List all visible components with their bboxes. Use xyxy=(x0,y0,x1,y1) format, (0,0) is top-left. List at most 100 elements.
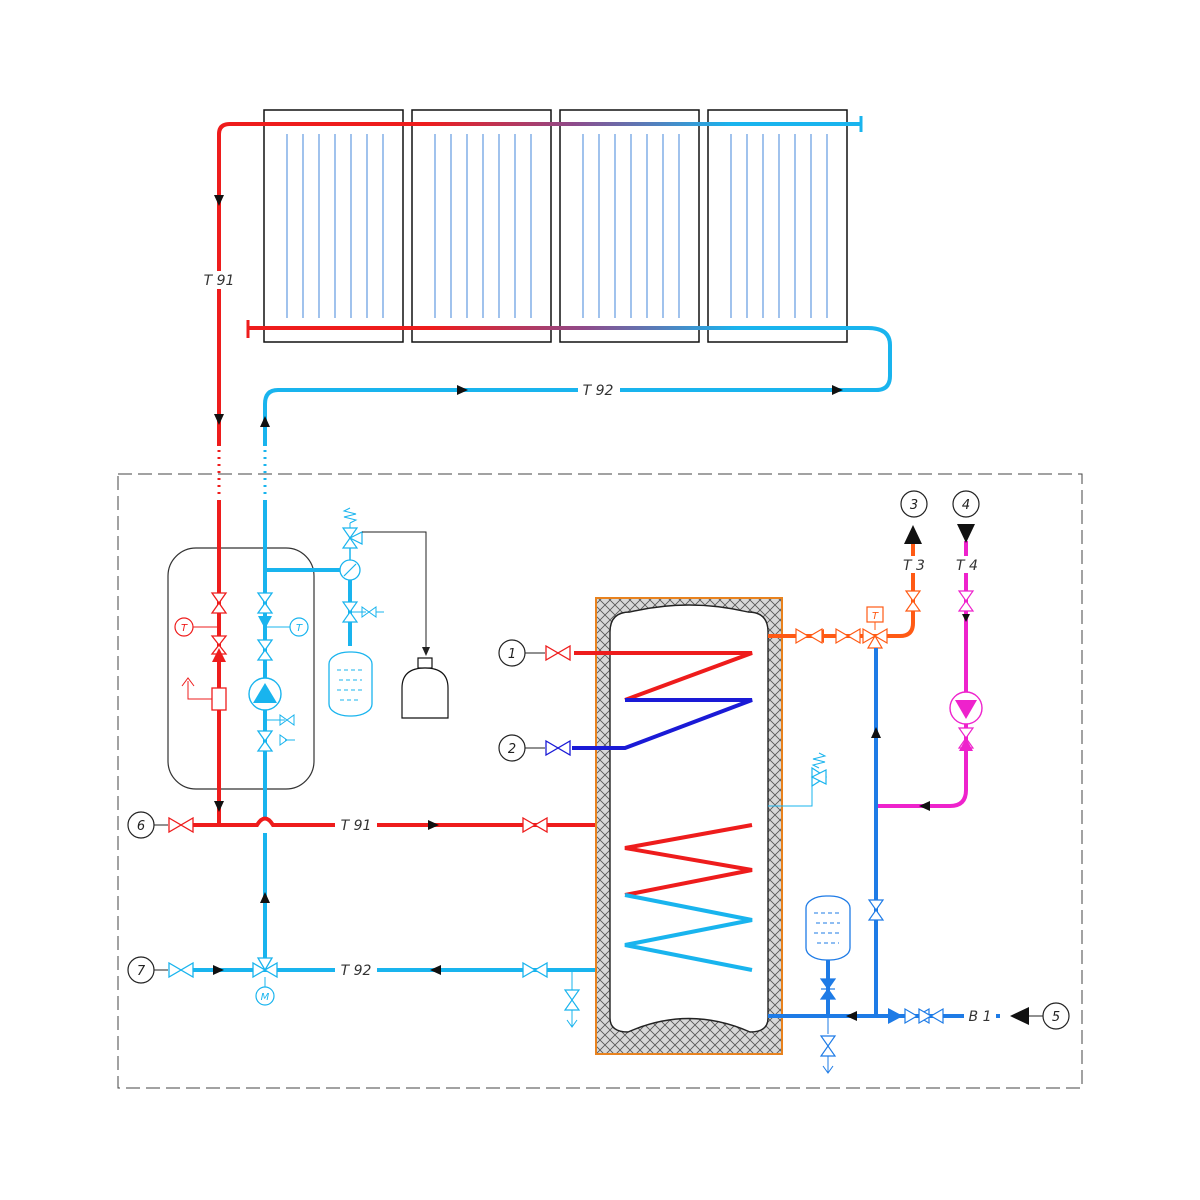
sensor-label: T xyxy=(296,623,303,634)
check-valve-icon xyxy=(819,987,837,1000)
canister-body xyxy=(401,667,449,719)
flow-arrow-icon xyxy=(871,727,881,738)
valve-icon xyxy=(256,601,274,614)
flow-meter-icon xyxy=(211,687,227,711)
collector-absorber-tubes xyxy=(286,134,828,318)
solar-collectors xyxy=(230,109,868,343)
connection-label: 2 xyxy=(508,742,516,757)
valve-icon xyxy=(957,590,975,603)
solar-return-pipe-t92 xyxy=(263,326,892,446)
check-valve-icon xyxy=(210,635,228,647)
check-valve-icon xyxy=(256,648,274,661)
valve-icon xyxy=(556,739,571,757)
connection-label: 1 xyxy=(508,647,516,662)
cold-side-thermometer: T xyxy=(265,617,309,637)
thermostatic-mixing-valve: T xyxy=(862,606,888,649)
expansion-vessel-icon xyxy=(328,651,373,717)
valve-icon xyxy=(904,590,922,603)
label-t3: T 3 xyxy=(903,558,925,574)
discharge-line xyxy=(362,531,427,654)
storage-tank xyxy=(595,597,783,1055)
drain-valve-icon xyxy=(563,989,581,1002)
hot-water-pipe xyxy=(768,543,915,638)
drain-valve-icon xyxy=(563,998,581,1011)
valve-icon xyxy=(957,599,975,612)
valve-icon xyxy=(179,961,194,979)
label-b1: B 1 xyxy=(969,1009,992,1025)
flow-arrow-icon xyxy=(832,385,843,395)
valve-icon xyxy=(256,592,274,605)
valve-icon xyxy=(556,644,571,662)
solar-expansion-vessel xyxy=(328,651,373,717)
valve-icon xyxy=(210,601,228,614)
drain-valve-icon xyxy=(819,1044,837,1057)
valve-icon xyxy=(522,961,537,979)
connection-3: 3 xyxy=(900,490,928,518)
flow-arrow-icon xyxy=(260,416,270,427)
solar-flow-pipe-t91 xyxy=(217,122,231,446)
flow-arrow-icon xyxy=(214,195,224,206)
connection-label: 7 xyxy=(137,964,146,979)
label-t92-upper: T 92 xyxy=(583,383,614,399)
valve-icon xyxy=(533,961,548,979)
potable-expansion-vessel xyxy=(805,895,851,961)
check-valve-icon xyxy=(904,1007,919,1025)
flow-arrow-icon xyxy=(430,965,441,975)
tank-safety-valve xyxy=(768,752,828,807)
drain-valve-icon xyxy=(819,1035,837,1048)
valve-icon xyxy=(867,908,885,921)
connection-6: 6 xyxy=(127,811,194,839)
t91-flow-line xyxy=(192,816,752,827)
solar-loop-pipes xyxy=(217,122,892,446)
cold-side-valve-top xyxy=(256,592,274,614)
solar-circulation-pump xyxy=(248,677,282,711)
valve-icon xyxy=(929,1007,944,1025)
valve-icon xyxy=(522,816,537,834)
upper-heat-exchanger-coil-cold xyxy=(572,698,753,750)
check-valve-icon xyxy=(957,727,975,740)
valve-icon xyxy=(168,816,183,834)
mains-valves xyxy=(904,1007,944,1025)
flow-arrow-icon xyxy=(214,801,224,812)
label-background xyxy=(952,556,982,573)
label-t91-upper: T 91 xyxy=(204,273,235,289)
solar-collector-panel xyxy=(707,109,848,343)
riser-valve xyxy=(867,899,885,921)
valve-icon xyxy=(256,730,274,743)
flow-arrow-icon xyxy=(846,1011,857,1021)
valve-icon xyxy=(918,1007,933,1025)
connection-7: 7 xyxy=(127,956,194,984)
solar-pump-station xyxy=(167,547,315,790)
connection-label: 5 xyxy=(1052,1010,1060,1025)
flow-arrow-icon xyxy=(422,647,430,656)
solar-collector-panel xyxy=(411,109,552,343)
connection-label: 4 xyxy=(962,498,970,513)
motorized-mixing-valve: M xyxy=(252,957,278,1006)
flow-arrows-outside xyxy=(214,195,843,427)
mixing-valve-icon xyxy=(263,961,278,979)
flow-arrow-icon xyxy=(258,616,272,629)
flow-arrow-icon xyxy=(904,525,922,544)
flow-arrow-icon xyxy=(213,965,224,975)
label-background xyxy=(578,382,620,398)
valve-icon xyxy=(533,816,548,834)
safety-valve-spring xyxy=(342,507,358,524)
cold-side-check-valve xyxy=(256,639,274,661)
circulation-pump xyxy=(949,691,983,725)
mixing-valve-icon xyxy=(256,957,274,972)
t3-valve xyxy=(904,590,922,612)
valve-icon xyxy=(867,899,885,912)
hot-side-valve xyxy=(210,592,228,614)
valve-icon xyxy=(808,627,823,645)
label-t91-lower: T 91 xyxy=(341,818,372,834)
solar-collector-panel xyxy=(263,109,404,343)
label-t92-lower: T 92 xyxy=(341,963,372,979)
valve-icon xyxy=(341,601,359,614)
hot-side-check-valve xyxy=(210,635,228,662)
flow-arrow-icon xyxy=(212,648,226,662)
hot-side-thermometer: T xyxy=(174,617,219,637)
valve-icon xyxy=(795,627,810,645)
flow-arrow-icon xyxy=(457,385,468,395)
installation-boundary xyxy=(117,473,1083,1089)
valve-icon xyxy=(835,627,850,645)
